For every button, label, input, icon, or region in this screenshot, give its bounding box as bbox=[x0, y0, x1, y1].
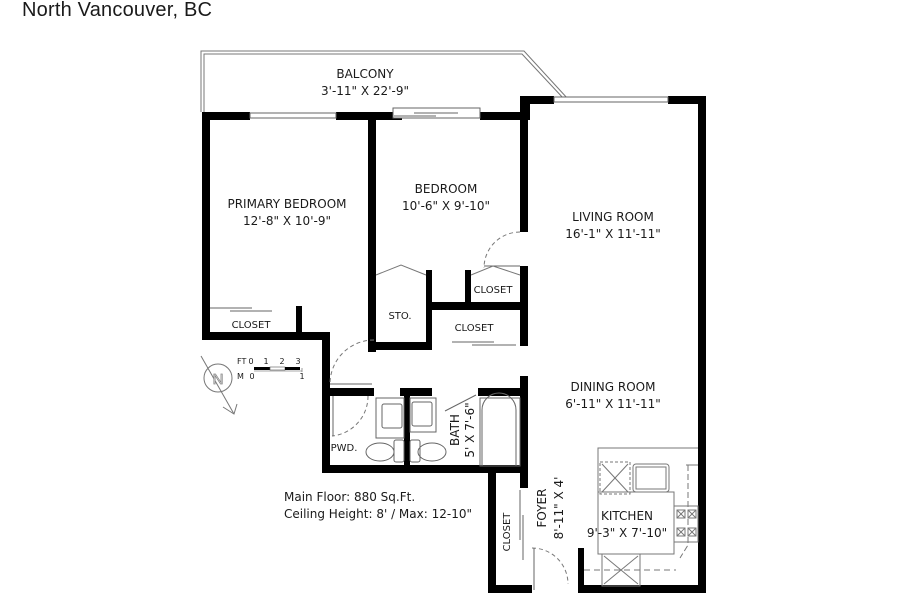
ceiling-height: Ceiling Height: 8' / Max: 12-10" bbox=[284, 507, 472, 521]
stove-burners bbox=[676, 509, 697, 537]
living-room-label: LIVING ROOM bbox=[572, 210, 654, 224]
bath-dims: 5' X 7'-6" bbox=[463, 402, 477, 457]
page-title: North Vancouver, BC bbox=[22, 0, 213, 21]
main-floor-area: Main Floor: 880 Sq.Ft. bbox=[284, 490, 416, 504]
m-tick: 0 bbox=[249, 372, 254, 381]
bedroom-dims: 10'-6" X 9'-10" bbox=[402, 199, 490, 213]
balcony-outline bbox=[200, 50, 569, 112]
kitchen-label: KITCHEN bbox=[601, 509, 653, 523]
storage-label: STO. bbox=[388, 311, 411, 322]
door-swings bbox=[329, 231, 569, 585]
closet-primary-label: CLOSET bbox=[232, 320, 272, 331]
closet-hall-label: CLOSET bbox=[455, 323, 495, 334]
primary-bedroom-dims: 12'-8" X 10'-9" bbox=[243, 214, 331, 228]
bedroom-label: BEDROOM bbox=[415, 182, 478, 196]
compass-n-label: N bbox=[213, 371, 224, 388]
ft-tick: 2 bbox=[279, 357, 284, 366]
sliding-doors bbox=[210, 107, 524, 560]
bath-label: BATH bbox=[448, 414, 462, 446]
powder-room-label: PWD. bbox=[331, 443, 358, 454]
living-room-dims: 16'-1" X 11'-11" bbox=[565, 227, 661, 241]
scale-bar: FT M 0 1 2 3 0 1 bbox=[237, 357, 305, 381]
door-panels bbox=[330, 265, 535, 590]
north-compass-icon: N bbox=[200, 355, 238, 415]
closet-doors bbox=[375, 264, 521, 276]
closet-foyer-label: CLOSET bbox=[502, 512, 513, 552]
kitchen-dims: 9'-3" X 7'-10" bbox=[587, 526, 667, 540]
walls bbox=[202, 96, 706, 593]
ft-tick: 0 bbox=[248, 357, 253, 366]
balcony-dims: 3'-11" X 22'-9" bbox=[321, 84, 409, 98]
ft-tick: 1 bbox=[263, 357, 268, 366]
m-tick: 1 bbox=[299, 372, 304, 381]
dining-room-label: DINING ROOM bbox=[571, 380, 656, 394]
scale-m-label: M bbox=[237, 372, 244, 381]
primary-bedroom-label: PRIMARY BEDROOM bbox=[227, 197, 346, 211]
scale-ft-label: FT bbox=[237, 357, 246, 366]
floor-info: Main Floor: 880 Sq.Ft. Ceiling Height: 8… bbox=[284, 489, 472, 523]
closet-bedroom-label: CLOSET bbox=[474, 285, 514, 296]
ft-tick: 3 bbox=[295, 357, 300, 366]
balcony-label: BALCONY bbox=[336, 67, 394, 81]
foyer-label: FOYER bbox=[535, 489, 549, 528]
foyer-dims: 8'-11" X 4' bbox=[552, 477, 566, 540]
kitchen-fixtures bbox=[584, 447, 699, 587]
dining-room-dims: 6'-11" X 11'-11" bbox=[565, 397, 661, 411]
bathroom-fixtures bbox=[365, 392, 521, 467]
windows bbox=[249, 96, 669, 119]
